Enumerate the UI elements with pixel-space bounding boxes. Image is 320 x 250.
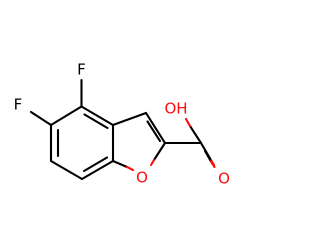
bond-c7-c7a [80, 159, 115, 181]
bond-o1-c2-red [149, 158, 156, 167]
atom-label-f-top: F [77, 61, 86, 79]
bond-cacid-oh [188, 124, 203, 145]
atom-label-oh: OH [164, 100, 187, 118]
bond-inner-c4-c3a [83, 113, 109, 130]
bond-c3a-c4 [80, 105, 115, 127]
bond-cacid-o-double-red [209, 160, 216, 169]
bond-c7a-o1-red [125, 165, 135, 172]
bond-c6-c7 [49, 159, 84, 181]
bond-c4-c5 [49, 105, 83, 127]
bond-cacid-oh-red [184, 117, 192, 128]
bond-inner-c3-c2 [146, 120, 162, 143]
bond-c3a-c3 [111, 111, 148, 127]
bond-c3-c2 [144, 111, 167, 145]
atom-label-f-left: F [14, 96, 23, 114]
bond-c2-o1 [152, 141, 167, 162]
structure-diagram: F F OH O O [14, 61, 230, 188]
bond-inner-c7-c7a [82, 156, 109, 173]
bond-c7a-o1 [111, 159, 129, 169]
atom-label-o-carbonyl: O [218, 170, 230, 188]
bond-cacid-o-double [203, 149, 213, 163]
bond-c5-fleft [29, 110, 53, 127]
atom-label-o-ring: O [136, 169, 148, 187]
